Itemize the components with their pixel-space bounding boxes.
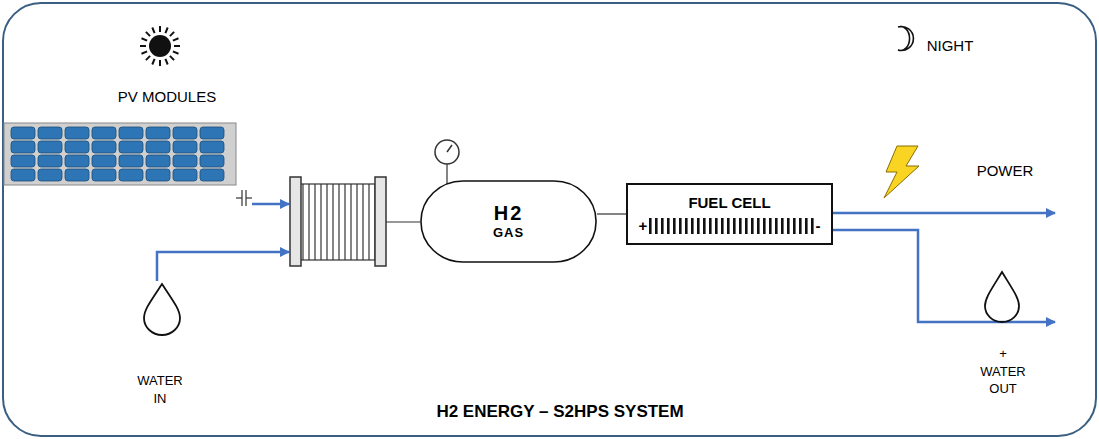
node-heading: PV MODULES — [3, 84, 237, 110]
terminal-sign: + — [639, 217, 648, 235]
diagram-title: H2 ENERGY – S2HPS SYSTEM — [360, 401, 760, 424]
power-out-arrow — [833, 212, 1055, 215]
cell-plates — [647, 217, 815, 235]
tank-label: GAS — [493, 224, 524, 242]
power-flow-arrow — [252, 203, 289, 206]
cell-stack: +- — [639, 217, 821, 235]
water-drop — [144, 284, 180, 335]
pressure-gauge — [435, 140, 459, 186]
lightning-icon — [884, 146, 919, 198]
time-label: NIGHT — [915, 36, 985, 56]
pipe-connector — [597, 213, 626, 214]
terminal-sign: - — [815, 217, 820, 235]
electrolyzer-stack — [290, 177, 386, 266]
pv-terminal-symbol — [236, 190, 252, 206]
pv-panel — [3, 122, 237, 186]
water-drop — [985, 272, 1019, 322]
output-label: POWER — [970, 161, 1040, 181]
sun-icon — [140, 26, 180, 66]
water-in-arrow — [157, 252, 289, 281]
output-label: + WATER OUT — [975, 345, 1031, 398]
outer-border — [3, 3, 1096, 436]
fuel-cell-title: FUEL CELL — [688, 193, 770, 213]
water-out-arrow — [833, 230, 1055, 322]
hydrogen-tank: H2GAS — [420, 180, 597, 263]
input-label: WATER IN — [132, 372, 188, 407]
tank-label: H2 — [494, 202, 524, 224]
pipe — [386, 221, 420, 222]
fuel-cell: FUEL CELL+- — [626, 183, 833, 245]
moon-icon — [898, 26, 913, 50]
pv-module: PV MODULES — [3, 84, 237, 188]
